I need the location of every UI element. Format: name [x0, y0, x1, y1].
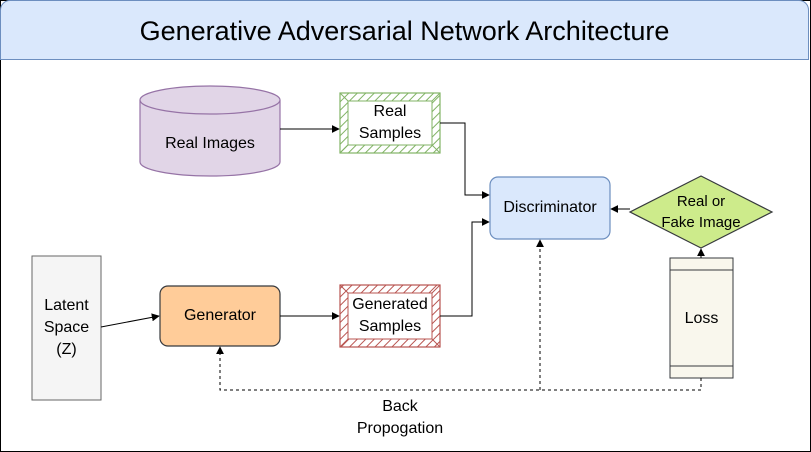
- generator-label: Generator: [183, 307, 257, 324]
- back-propagation-label: Back Propogation: [356, 398, 444, 437]
- title-bar: [0, 0, 809, 60]
- real-samples-label: Real Samples: [358, 103, 422, 142]
- real-images-label: Real Images: [165, 135, 255, 152]
- edge-generated-samples-to-discriminator: [440, 218, 490, 317]
- real-images-cylinder: [139, 85, 281, 177]
- edge-back-propagation: [216, 346, 702, 391]
- edge-real-samples-to-discriminator: [440, 122, 490, 199]
- diagram-title: Generative Adversarial Network Architect…: [139, 16, 670, 46]
- generated-samples-box: [339, 284, 441, 348]
- edge-latent-to-generator: [100, 313, 160, 328]
- loss-label: Loss: [684, 310, 719, 327]
- real-or-fake-diamond: [628, 175, 774, 249]
- real-or-fake-label: Real or Fake Image: [661, 193, 741, 231]
- loss-box: [669, 257, 734, 379]
- real-samples-box: [339, 92, 441, 154]
- latent-space-box: [31, 255, 102, 401]
- generated-samples-label: Generated Samples: [352, 296, 428, 335]
- latent-space-label: Latent Space (Z): [43, 297, 90, 358]
- discriminator-label: Discriminator: [503, 199, 597, 216]
- discriminator-box: [489, 176, 611, 240]
